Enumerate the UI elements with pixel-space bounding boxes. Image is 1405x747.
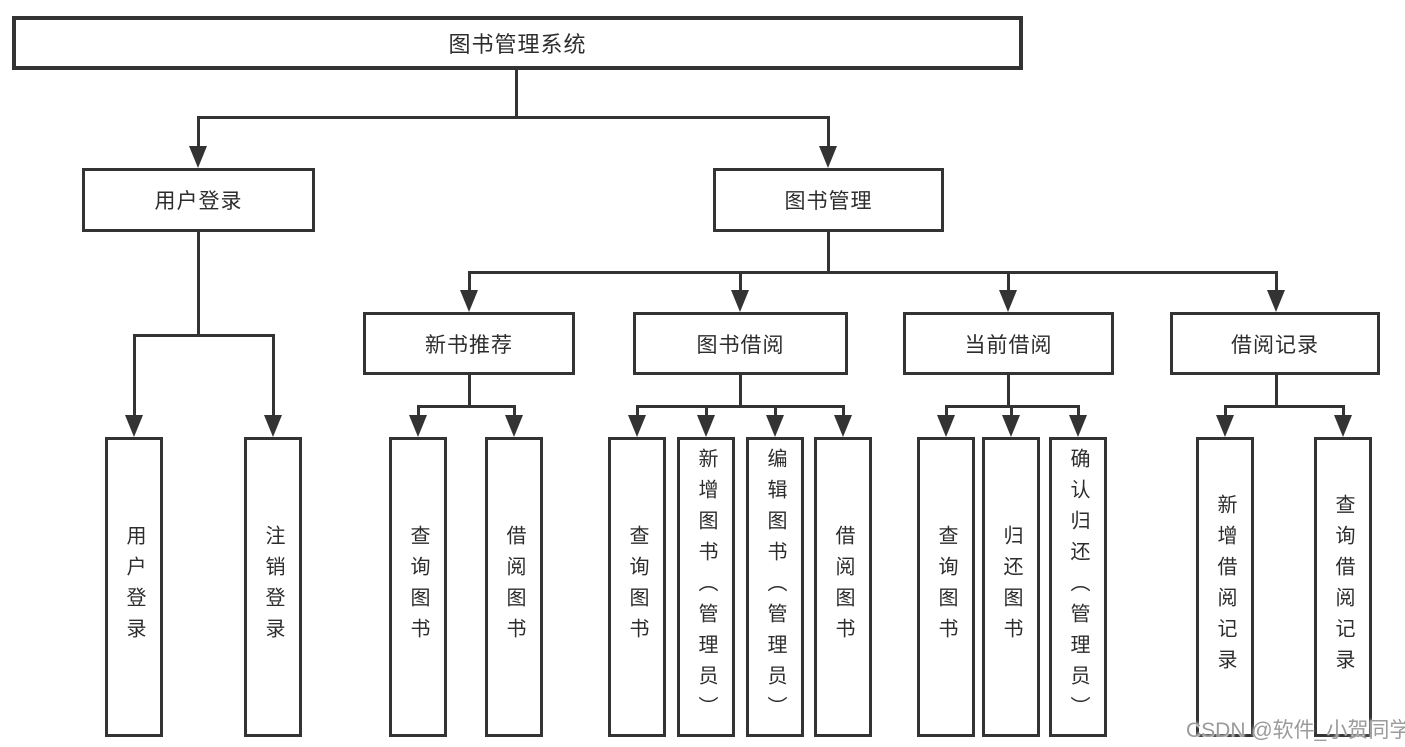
leaf-return-books: 归还图书 — [982, 437, 1040, 737]
leaf-user-login: 用户登录 — [105, 437, 163, 737]
arrow-down-icon — [766, 415, 784, 437]
leaf-label: 查询图书 — [407, 525, 429, 649]
leaf-label: 新增图书（管理员） — [695, 447, 717, 727]
connector-stem-leaf — [774, 405, 777, 419]
arrow-down-icon — [1267, 290, 1285, 312]
leaf-label: 查询图书 — [935, 525, 957, 649]
arrow-down-icon — [834, 415, 852, 437]
leaf-query-borrow-record: 查询借阅记录 — [1314, 437, 1372, 737]
arrow-down-icon — [189, 146, 207, 168]
leaf-logout: 注销登录 — [244, 437, 302, 737]
connector-stem-leaf — [636, 405, 639, 419]
leaf-query-books-borrow: 查询图书 — [608, 437, 666, 737]
arrow-down-icon — [505, 415, 523, 437]
leaf-edit-books-admin: 编辑图书（管理员） — [746, 437, 804, 737]
connector-rail-level1 — [197, 116, 830, 119]
node-borrowing-records: 借阅记录 — [1170, 312, 1380, 375]
arrow-down-icon — [1069, 415, 1087, 437]
connector-stem-leaf — [945, 405, 948, 419]
arrow-down-icon — [125, 415, 143, 437]
leaf-label: 借阅图书 — [503, 525, 525, 649]
arrow-down-icon — [937, 415, 955, 437]
node-root-library-system: 图书管理系统 — [12, 16, 1023, 70]
connector-stem-leaf — [1224, 405, 1227, 419]
node-label: 新书推荐 — [425, 333, 513, 357]
connector-stem-leaf — [272, 334, 275, 419]
node-label: 用户登录 — [154, 190, 243, 213]
arrow-down-icon — [697, 415, 715, 437]
node-book-management: 图书管理 — [713, 168, 944, 232]
node-label: 图书管理系统 — [448, 32, 587, 57]
connector-stem-leaf — [513, 405, 516, 419]
node-current-borrowing: 当前借阅 — [903, 312, 1114, 375]
connector-module-stub — [1275, 375, 1278, 408]
leaf-borrow-books-recommend: 借阅图书 — [485, 437, 543, 737]
node-label: 当前借阅 — [964, 333, 1053, 357]
leaf-borrow-books: 借阅图书 — [814, 437, 872, 737]
leaf-confirm-return-admin: 确认归还（管理员） — [1049, 437, 1107, 737]
connector-module-stub — [1007, 375, 1010, 408]
connector-rail-level2 — [468, 271, 1278, 274]
arrow-down-icon — [409, 415, 427, 437]
connector-stem-module — [468, 271, 471, 295]
connector-stem-book-mgmt — [827, 116, 830, 150]
node-user-login: 用户登录 — [82, 168, 315, 232]
arrow-down-icon — [1334, 415, 1352, 437]
connector-stem-leaf — [1077, 405, 1080, 419]
node-label: 图书管理 — [784, 190, 873, 213]
connector-stem-module — [739, 271, 742, 295]
arrow-down-icon — [819, 146, 837, 168]
node-label: 借阅记录 — [1231, 333, 1319, 357]
connector-module-stub — [468, 375, 471, 408]
leaf-label: 注销登录 — [262, 525, 284, 649]
connector-stem-module — [1275, 271, 1278, 295]
connector-stem-leaf — [705, 405, 708, 419]
connector-rail-group — [417, 405, 516, 408]
connector-stem-leaf — [1342, 405, 1345, 419]
arrow-down-icon — [1002, 415, 1020, 437]
csdn-watermark: CSDN @软件_小贺同学 — [1186, 719, 1405, 742]
leaf-query-books-current: 查询图书 — [917, 437, 975, 737]
connector-stem-leaf — [133, 334, 136, 419]
leaf-label: 查询图书 — [626, 525, 648, 649]
leaf-label: 查询借阅记录 — [1332, 494, 1354, 680]
leaf-label: 用户登录 — [123, 525, 145, 649]
connector-stem-leaf — [1010, 405, 1013, 419]
connector-rail-group — [1224, 405, 1344, 408]
arrow-down-icon — [1216, 415, 1234, 437]
connector-stem-leaf — [417, 405, 420, 419]
arrow-down-icon — [999, 290, 1017, 312]
connector-module-stub — [739, 375, 742, 408]
connector-stem-module — [1007, 271, 1010, 295]
leaf-label: 编辑图书（管理员） — [764, 447, 786, 727]
leaf-add-books-admin: 新增图书（管理员） — [677, 437, 735, 737]
leaf-label: 确认归还（管理员） — [1067, 447, 1089, 727]
node-book-borrowing: 图书借阅 — [633, 312, 848, 375]
leaf-label: 新增借阅记录 — [1214, 494, 1236, 680]
leaf-label: 借阅图书 — [832, 525, 854, 649]
connector-user-login-stub — [197, 232, 200, 337]
arrow-down-icon — [264, 415, 282, 437]
leaf-label: 归还图书 — [1000, 525, 1022, 649]
connector-book-mgmt-stub — [827, 232, 830, 274]
connector-stem-user-login — [197, 116, 200, 150]
leaf-query-books-recommend: 查询图书 — [389, 437, 447, 737]
leaf-add-borrow-record: 新增借阅记录 — [1196, 437, 1254, 737]
arrow-down-icon — [628, 415, 646, 437]
connector-root-stub — [515, 70, 518, 118]
connector-stem-leaf — [842, 405, 845, 419]
arrow-down-icon — [731, 290, 749, 312]
connector-rail-group — [636, 405, 844, 408]
node-new-book-recommend: 新书推荐 — [363, 312, 575, 375]
arrow-down-icon — [460, 290, 478, 312]
node-label: 图书借阅 — [696, 333, 785, 357]
connector-rail-user-login — [133, 334, 275, 337]
